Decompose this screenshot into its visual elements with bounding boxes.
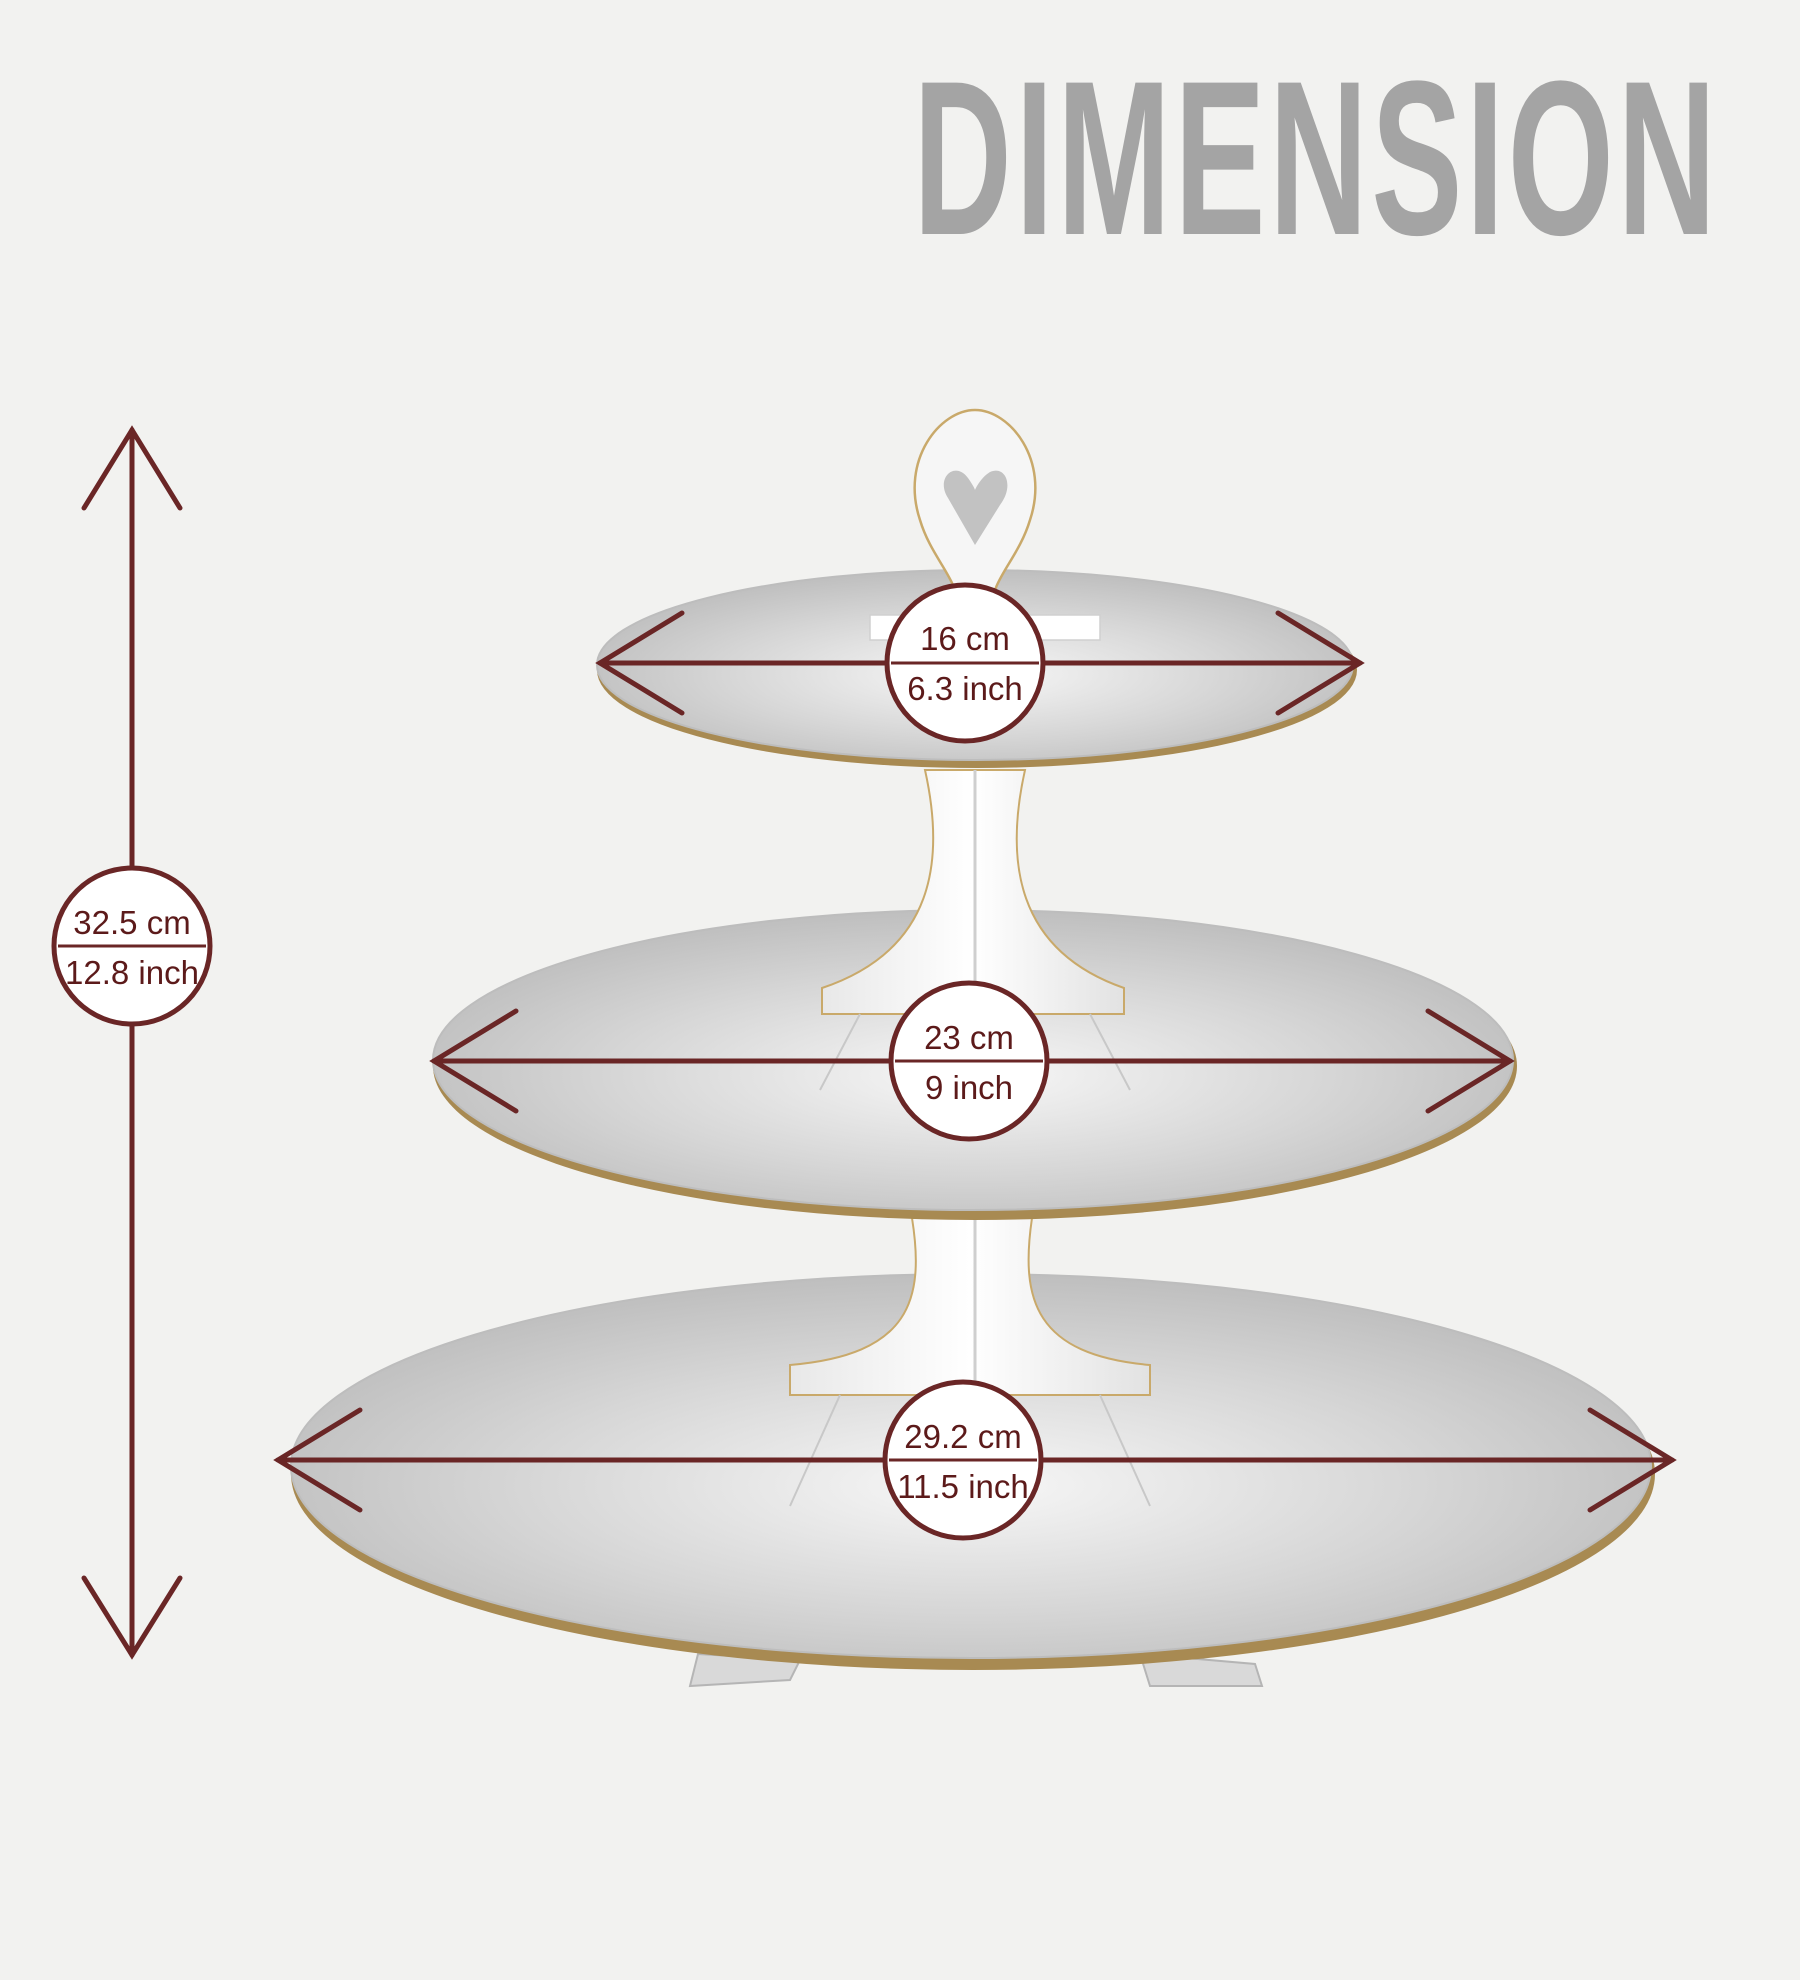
top-tier-badge: 16 cm 6.3 inch <box>884 582 1046 744</box>
middle-tier-inch-label: 9 inch <box>925 1069 1013 1106</box>
top-tier-inch-label: 6.3 inch <box>907 670 1023 707</box>
bottom-tier-badge: 29.2 cm 11.5 inch <box>882 1379 1044 1541</box>
page-title: DIMENSION <box>913 35 1720 281</box>
top-tier-cm-label: 16 cm <box>920 620 1010 657</box>
bottom-tier-inch-label: 11.5 inch <box>897 1468 1028 1505</box>
middle-tier-badge: 23 cm 9 inch <box>888 980 1050 1142</box>
height-cm-label: 32.5 cm <box>73 904 190 941</box>
height-inch-label: 12.8 inch <box>65 954 199 991</box>
middle-tier-cm-label: 23 cm <box>924 1019 1014 1056</box>
height-badge: 32.5 cm 12.8 inch <box>51 865 213 1027</box>
bottom-tier-cm-label: 29.2 cm <box>904 1418 1021 1455</box>
upper-stem <box>819 769 1131 1091</box>
